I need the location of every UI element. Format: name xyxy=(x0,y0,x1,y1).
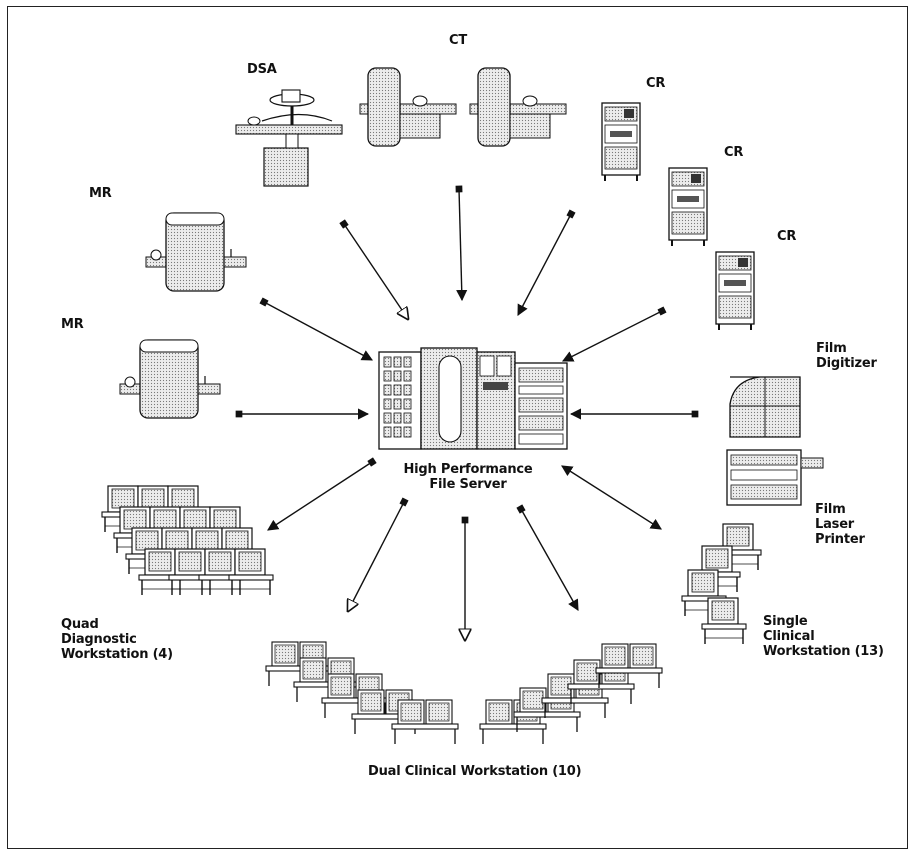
label-ct: CT xyxy=(449,33,467,48)
label-quad-workstation: Quad Diagnostic Workstation (4) xyxy=(61,617,173,662)
label-cr-1: CR xyxy=(646,76,665,91)
laser-printer-illustration xyxy=(727,450,823,505)
label-laser-printer: Film Laser Printer xyxy=(815,502,865,547)
label-file-server: High Performance File Server xyxy=(392,462,544,492)
file-server-illustration xyxy=(379,348,567,449)
label-cr-3: CR xyxy=(777,229,796,244)
label-dual-workstation: Dual Clinical Workstation (10) xyxy=(368,764,581,779)
cr-reader-illustration xyxy=(602,103,754,330)
label-film-digitizer: Film Digitizer xyxy=(816,341,877,371)
label-mr-2: MR xyxy=(61,317,84,332)
dsa-illustration xyxy=(236,90,342,186)
label-cr-2: CR xyxy=(724,145,743,160)
label-dsa: DSA xyxy=(247,62,277,77)
label-mr-1: MR xyxy=(89,186,112,201)
ct-scanner-illustration xyxy=(360,68,566,146)
dual-workstations-illustration xyxy=(266,642,662,744)
quad-workstations-illustration xyxy=(102,486,273,595)
film-digitizer-illustration xyxy=(730,377,800,437)
single-workstations-illustration xyxy=(682,524,761,644)
mr-scanner-illustration xyxy=(120,213,246,418)
label-single-workstation: Single Clinical Workstation (13) xyxy=(763,614,884,659)
